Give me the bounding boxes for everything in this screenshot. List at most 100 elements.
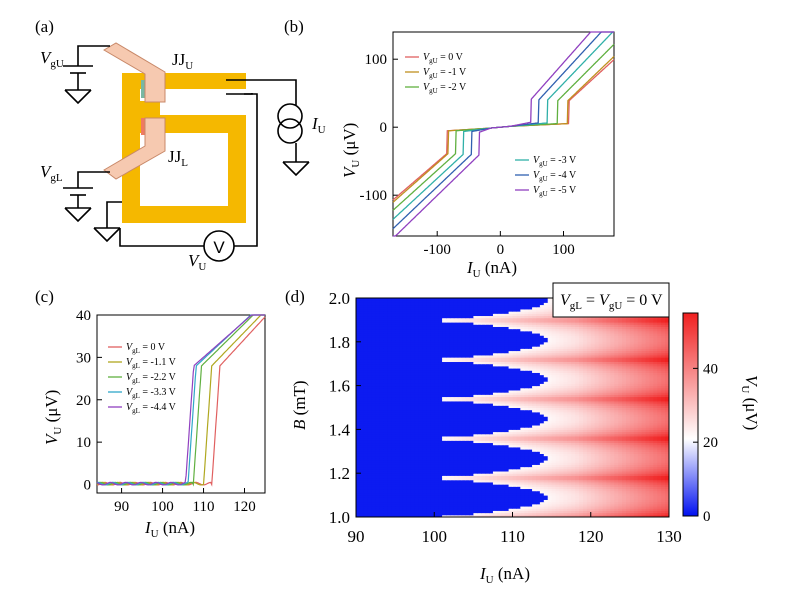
heatmap-cell bbox=[618, 481, 623, 485]
heatmap-cell bbox=[575, 466, 580, 470]
heatmap-cell bbox=[359, 394, 365, 398]
heatmap-cell bbox=[551, 427, 557, 430]
heatmap-cell bbox=[445, 506, 451, 509]
heatmap-cell bbox=[551, 420, 557, 424]
heatmap-cell bbox=[555, 453, 560, 457]
heatmap-cell bbox=[481, 449, 486, 452]
heatmap-cell bbox=[598, 420, 603, 424]
heatmap-cell bbox=[567, 477, 572, 481]
heatmap-cell bbox=[461, 444, 467, 448]
heatmap-cell bbox=[625, 499, 631, 503]
heatmap-cell bbox=[629, 490, 635, 494]
heatmap-cell bbox=[457, 510, 463, 514]
heatmap-cell bbox=[579, 468, 584, 472]
heatmap-cell bbox=[461, 460, 467, 463]
heatmap-cell bbox=[395, 462, 400, 465]
heatmap-cell bbox=[445, 405, 451, 408]
heatmap-cell bbox=[387, 418, 392, 422]
heatmap-cell bbox=[469, 438, 474, 441]
heatmap-cell bbox=[367, 433, 373, 437]
heatmap-cell bbox=[653, 484, 658, 487]
heatmap-cell bbox=[379, 405, 384, 408]
heatmap-cell bbox=[614, 497, 619, 500]
heatmap-cell bbox=[606, 431, 611, 435]
heatmap-cell bbox=[457, 484, 463, 487]
heatmap-cell bbox=[391, 398, 396, 402]
heatmap-cell bbox=[481, 492, 486, 496]
heatmap-cell bbox=[434, 433, 439, 437]
heatmap-cell bbox=[371, 416, 377, 419]
heatmap-cell bbox=[481, 488, 486, 492]
heatmap-cell bbox=[582, 492, 588, 496]
heatmap-cell bbox=[598, 499, 603, 503]
heatmap-cell bbox=[528, 446, 533, 450]
heatmap-cell bbox=[606, 506, 611, 509]
heatmap-cell bbox=[559, 429, 564, 433]
heatmap-cell bbox=[371, 411, 377, 415]
heatmap-cell bbox=[430, 381, 435, 384]
heatmap-cell bbox=[461, 501, 467, 505]
heatmap-cell bbox=[586, 468, 592, 472]
heatmap-cell bbox=[504, 387, 510, 391]
heatmap-cell bbox=[402, 427, 408, 430]
heatmap-cell bbox=[489, 433, 494, 437]
heatmap-cell bbox=[504, 466, 510, 470]
heatmap-cell bbox=[387, 403, 392, 406]
heatmap-cell bbox=[410, 435, 416, 439]
heatmap-cell bbox=[402, 481, 408, 485]
heatmap-cell bbox=[508, 453, 513, 457]
heatmap-cell bbox=[504, 420, 510, 424]
heatmap-cell bbox=[575, 499, 580, 503]
heatmap-cell bbox=[461, 446, 467, 450]
heatmap-cell bbox=[649, 484, 654, 487]
heatmap-cell bbox=[402, 431, 408, 435]
heatmap-cell bbox=[489, 425, 494, 428]
heatmap-cell bbox=[406, 400, 412, 404]
heatmap-cell bbox=[547, 462, 553, 465]
heatmap-cell bbox=[383, 407, 388, 411]
heatmap-cell bbox=[430, 488, 435, 492]
heatmap-cell bbox=[532, 422, 537, 426]
heatmap-cell bbox=[661, 438, 666, 441]
heatmap-cell bbox=[430, 446, 435, 450]
heatmap-cell bbox=[539, 481, 545, 485]
heatmap-cell bbox=[504, 411, 510, 415]
heatmap-cell bbox=[367, 381, 373, 384]
heatmap-cell bbox=[473, 400, 478, 404]
heatmap-cell bbox=[618, 488, 623, 492]
heatmap-cell bbox=[618, 425, 623, 428]
heatmap-cell bbox=[559, 438, 564, 441]
heatmap-cell bbox=[457, 453, 463, 457]
heatmap-cell bbox=[442, 479, 447, 483]
heatmap-cell bbox=[500, 501, 506, 505]
heatmap-cell bbox=[524, 414, 529, 417]
heatmap-cell bbox=[645, 400, 650, 404]
heatmap-cell bbox=[399, 407, 404, 411]
heatmap-cell bbox=[508, 427, 513, 430]
heatmap-cell bbox=[524, 446, 529, 450]
heatmap-cell bbox=[402, 475, 408, 479]
heatmap-cell bbox=[410, 468, 416, 472]
heatmap-cell bbox=[579, 466, 584, 470]
heatmap-cell bbox=[637, 462, 643, 465]
heatmap-cell bbox=[582, 427, 588, 430]
heatmap-cell bbox=[555, 438, 560, 441]
heatmap-cell bbox=[571, 466, 576, 470]
heatmap-cell bbox=[426, 429, 431, 433]
heatmap-cell bbox=[410, 503, 416, 507]
heatmap-cell bbox=[489, 514, 494, 518]
heatmap-cell bbox=[532, 473, 537, 476]
heatmap-cell bbox=[543, 457, 549, 461]
heatmap-cell bbox=[449, 477, 455, 481]
heatmap-cell bbox=[504, 425, 510, 428]
heatmap-cell bbox=[516, 506, 521, 509]
heatmap-cell bbox=[653, 418, 658, 422]
heatmap-cell bbox=[375, 381, 380, 384]
heatmap-cell bbox=[473, 427, 478, 430]
heatmap-cell bbox=[614, 398, 619, 402]
heatmap-cell bbox=[379, 420, 384, 424]
heatmap-cell bbox=[575, 418, 580, 422]
heatmap-cell bbox=[645, 457, 650, 461]
heatmap-cell bbox=[524, 383, 529, 387]
